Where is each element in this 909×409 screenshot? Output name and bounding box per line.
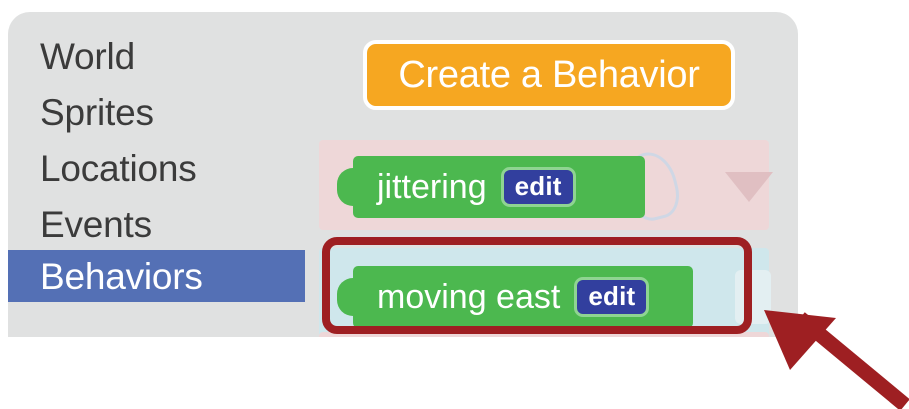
sidebar-item-behaviors[interactable]: Behaviors <box>8 250 305 302</box>
sidebar-item-label: Events <box>40 203 152 245</box>
app-panel: World Sprites Locations Events Behaviors… <box>8 12 798 337</box>
edit-button[interactable]: edit <box>574 277 650 317</box>
sidebar-item-locations[interactable]: Locations <box>8 142 305 194</box>
behaviors-panel: Create a Behavior jittering edit moving … <box>305 12 798 337</box>
create-a-behavior-button[interactable]: Create a Behavior <box>363 40 735 110</box>
puzzle-notch-icon <box>337 278 367 316</box>
sidebar-item-label: Behaviors <box>40 255 203 297</box>
behavior-block-label: moving east <box>377 278 561 316</box>
behavior-block-label: jittering <box>377 168 487 206</box>
sidebar-item-sprites[interactable]: Sprites <box>8 86 305 138</box>
puzzle-notch-icon <box>337 168 367 206</box>
chevron-down-icon[interactable] <box>725 172 773 202</box>
sidebar-item-events[interactable]: Events <box>8 198 305 250</box>
background-row-bottom <box>319 332 769 337</box>
behavior-block-moving-east[interactable]: moving east edit <box>337 266 693 328</box>
sidebar-nav: World Sprites Locations Events Behaviors <box>8 12 305 337</box>
background-chip <box>735 270 771 324</box>
edit-button[interactable]: edit <box>500 167 576 207</box>
behavior-block-jittering[interactable]: jittering edit <box>337 156 645 218</box>
sidebar-item-label: Sprites <box>40 91 154 133</box>
sidebar-item-label: Locations <box>40 147 197 189</box>
sidebar-item-world[interactable]: World <box>8 30 305 82</box>
create-a-behavior-button-label: Create a Behavior <box>398 54 700 96</box>
edit-button-label: edit <box>514 171 562 201</box>
sidebar-item-label: World <box>40 35 135 77</box>
edit-button-label: edit <box>588 281 636 311</box>
